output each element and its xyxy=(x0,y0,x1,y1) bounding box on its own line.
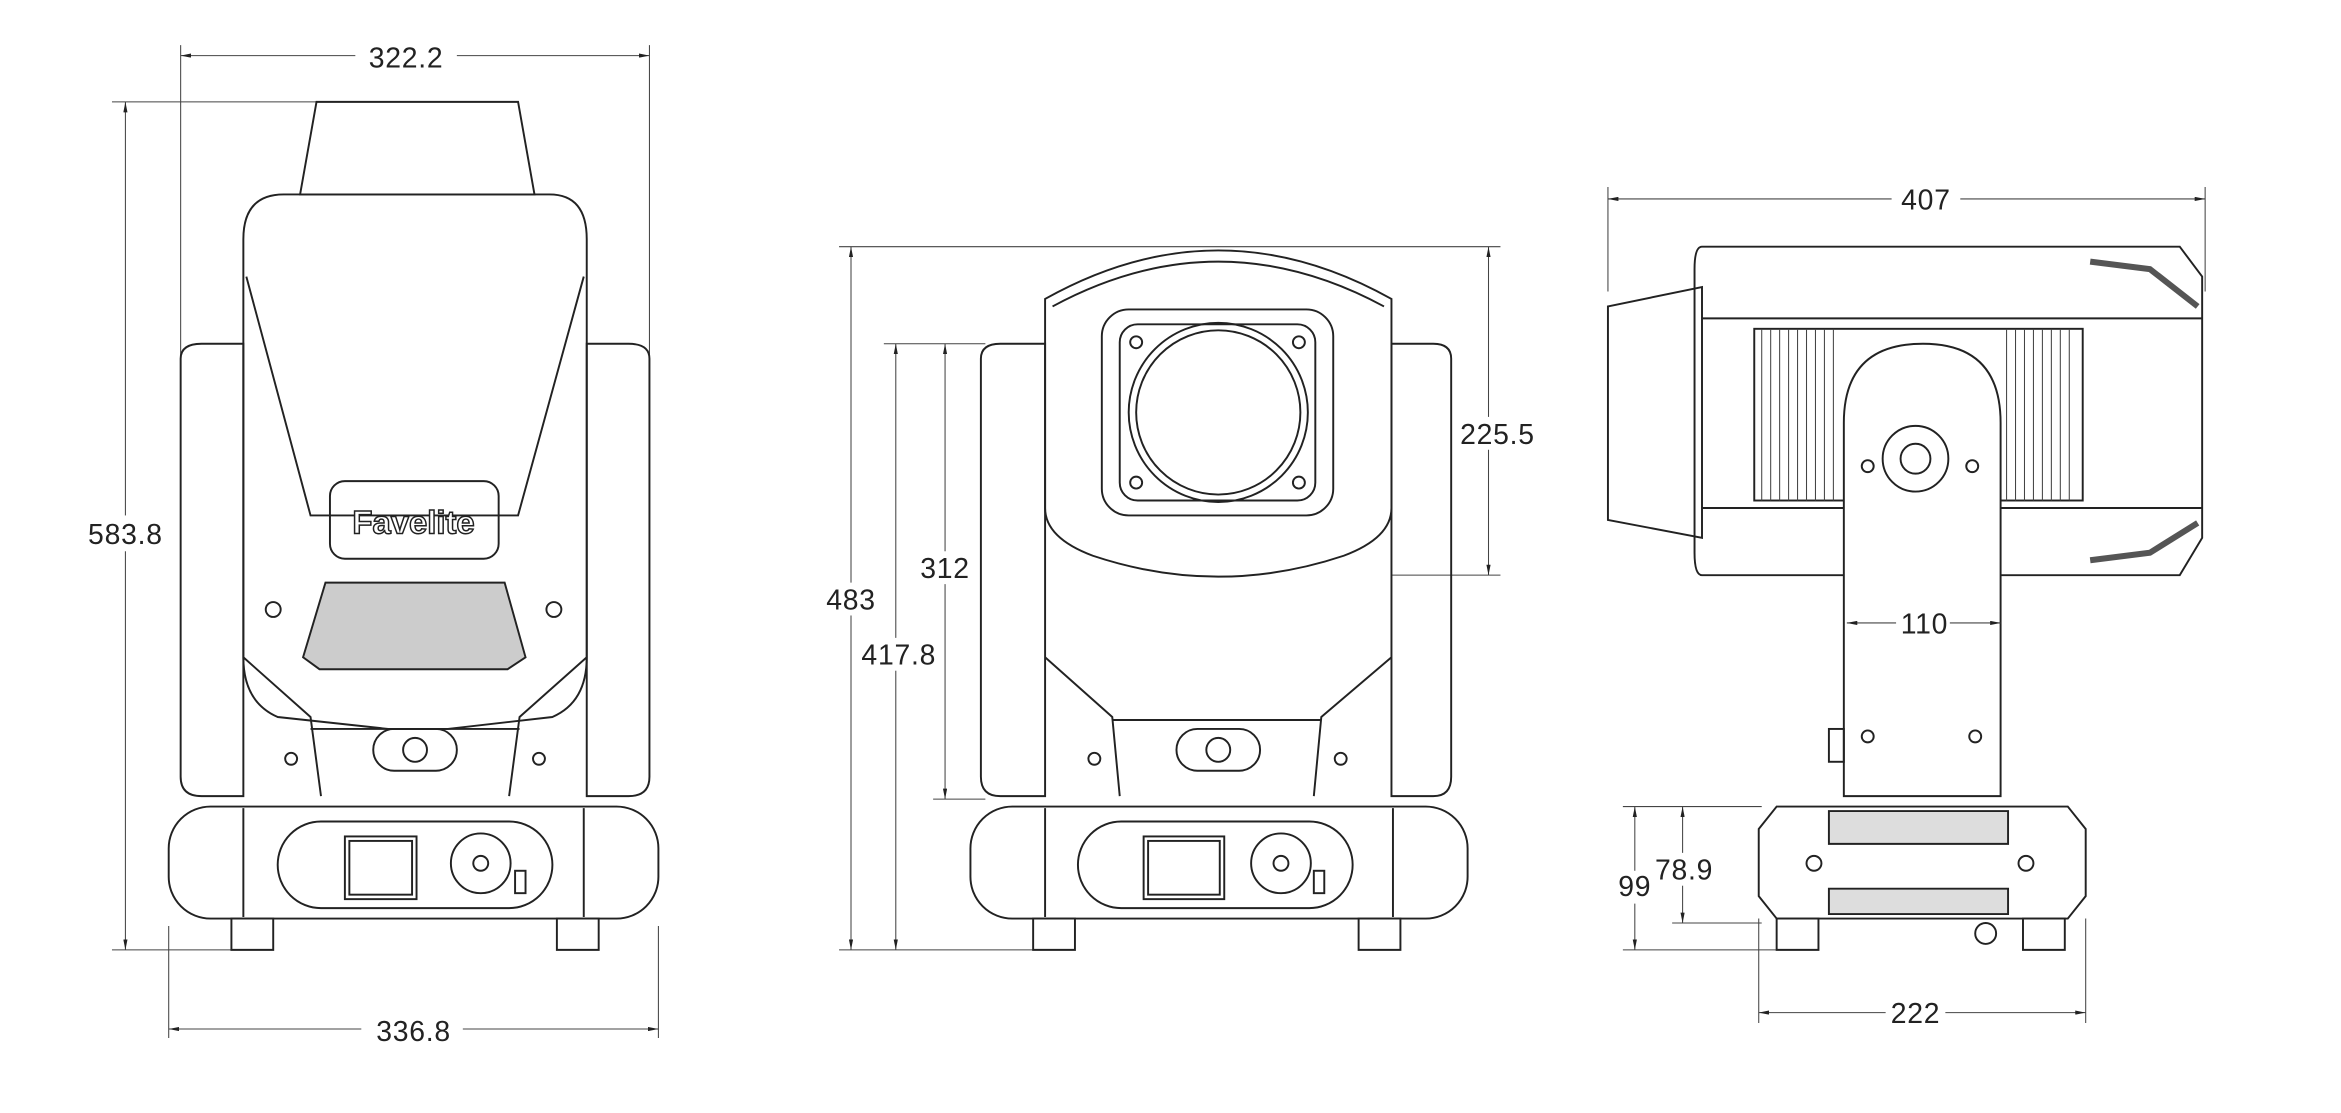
dim-side-arm-width: 110 xyxy=(1901,608,1948,640)
dim-side-depth: 222 xyxy=(1891,998,1941,1030)
dim-side-base-body: 78.9 xyxy=(1655,855,1713,887)
front-view: 322.2 583.8 336.8 Favelite xyxy=(82,39,660,1048)
dim-rear-head-height: 225.5 xyxy=(1460,419,1535,451)
rear-view: 483 417.8 312 225.5 xyxy=(824,246,1540,951)
dim-rear-arm-inner: 312 xyxy=(920,553,970,585)
brand-logo: Favelite xyxy=(352,503,474,540)
side-view: 407 110 99 78.9 222 xyxy=(1606,182,2206,1030)
dim-front-height: 583.8 xyxy=(88,519,163,551)
dim-side-base-height: 99 xyxy=(1618,871,1651,903)
dim-front-width-top: 322.2 xyxy=(369,43,444,75)
dim-front-width-base: 336.8 xyxy=(376,1016,451,1048)
dim-side-length: 407 xyxy=(1901,184,1951,216)
dim-rear-total-height: 483 xyxy=(826,585,876,617)
dim-rear-arm-outer: 417.8 xyxy=(861,640,936,672)
